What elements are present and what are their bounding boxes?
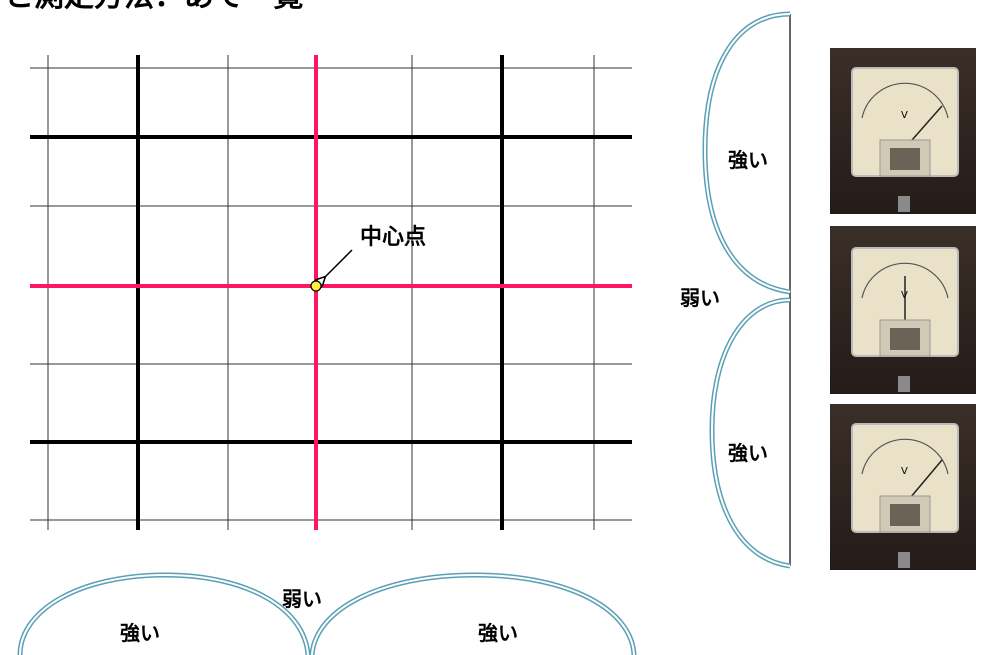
right-upper-lobe-label: 強い <box>728 148 768 172</box>
meter-photo-bottom: V <box>830 404 976 570</box>
right-lower-lobe-label: 強い <box>728 441 768 465</box>
grid-thick-lines <box>30 55 632 530</box>
bottom-right-lobe-label: 強い <box>478 621 518 645</box>
center-point-label: 中心点 <box>360 224 426 250</box>
bottom-middle-label: 弱い <box>282 587 322 611</box>
right-lower-lobe <box>712 300 790 566</box>
bottom-left-lobe <box>20 575 308 655</box>
bottom-right-lobe-inner <box>312 575 634 655</box>
meter-photo-top: V <box>830 48 976 214</box>
bottom-left-lobe-inner <box>20 575 308 655</box>
grid-thin-vertical-lines <box>48 55 594 530</box>
bottom-lobes: 強い 弱い 強い <box>20 575 634 655</box>
measurement-grid: 中心点 <box>30 55 632 530</box>
heading-fragment: と測定方法：あて一覧 <box>4 0 303 14</box>
meter-bottom-scale-label: V <box>901 466 908 477</box>
meter-middle-scale-label: V <box>901 290 908 301</box>
bottom-left-lobe-label: 強い <box>120 621 160 645</box>
right-middle-label: 弱い <box>680 286 720 310</box>
bottom-right-lobe <box>312 575 634 655</box>
right-lobes: 強い 弱い 強い <box>680 14 790 566</box>
meter-photo-middle: V <box>830 226 976 394</box>
center-point-marker <box>311 281 321 291</box>
center-point-arrow <box>324 250 352 278</box>
meter-top-scale-label: V <box>901 110 908 121</box>
grid-center-axes <box>30 55 632 530</box>
meter-photos: V V V <box>830 48 976 570</box>
right-lower-lobe-inner <box>712 300 790 566</box>
